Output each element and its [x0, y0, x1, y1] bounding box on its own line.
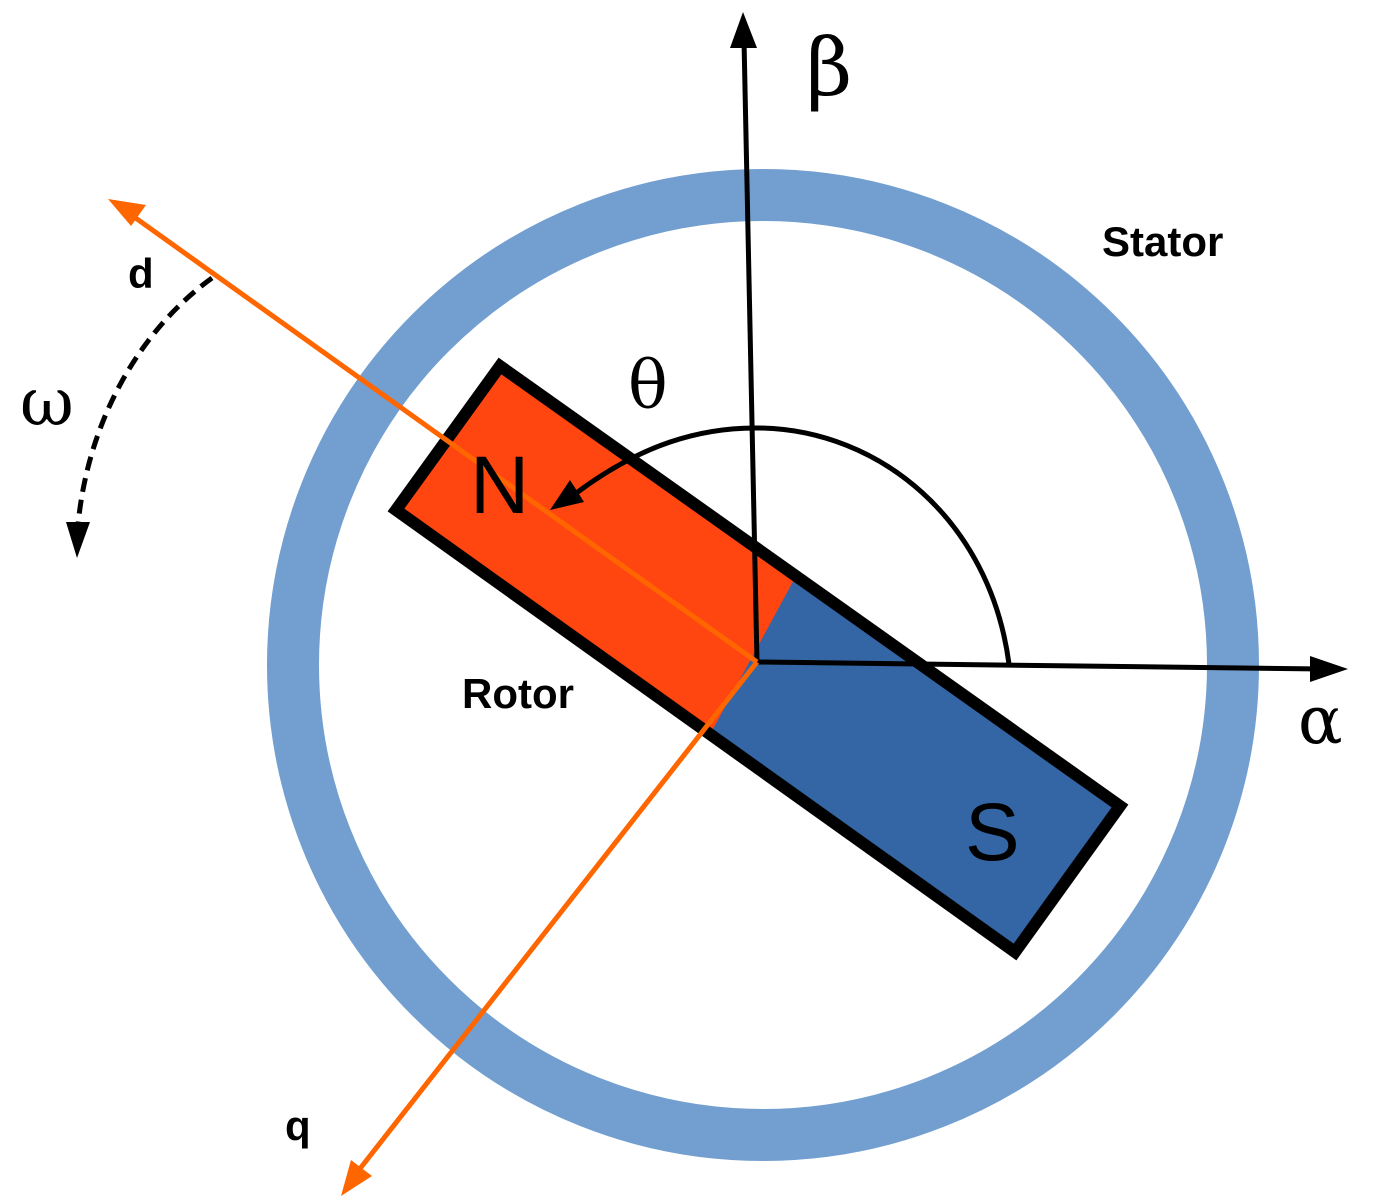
beta-arrowhead — [730, 12, 757, 48]
beta-axis-label: β — [806, 21, 852, 114]
alpha-axis — [756, 656, 1348, 682]
omega-label: ω — [20, 364, 74, 441]
magnet-outline — [387, 357, 1129, 961]
q-axis-arrowhead — [341, 1160, 372, 1196]
theta-arrowhead — [550, 480, 584, 510]
theta-arc — [550, 425, 1012, 665]
alpha-axis-label: α — [1298, 682, 1343, 759]
rotor-label: Rotor — [462, 670, 574, 717]
q-axis-label: q — [285, 1102, 311, 1149]
omega-rotation-arrow — [66, 275, 214, 558]
omega-arrowhead — [66, 522, 90, 558]
beta-axis — [730, 12, 760, 663]
stator-label: Stator — [1102, 218, 1223, 265]
stator-ring — [267, 169, 1259, 1161]
north-pole-label: N — [470, 440, 529, 531]
d-axis-arrowhead — [108, 199, 146, 226]
d-axis — [108, 199, 759, 665]
q-axis — [341, 660, 759, 1196]
south-pole-label: S — [965, 787, 1020, 878]
d-axis-label: d — [128, 250, 154, 297]
theta-label: θ — [628, 347, 668, 424]
alpha-arrowhead — [1310, 656, 1348, 682]
